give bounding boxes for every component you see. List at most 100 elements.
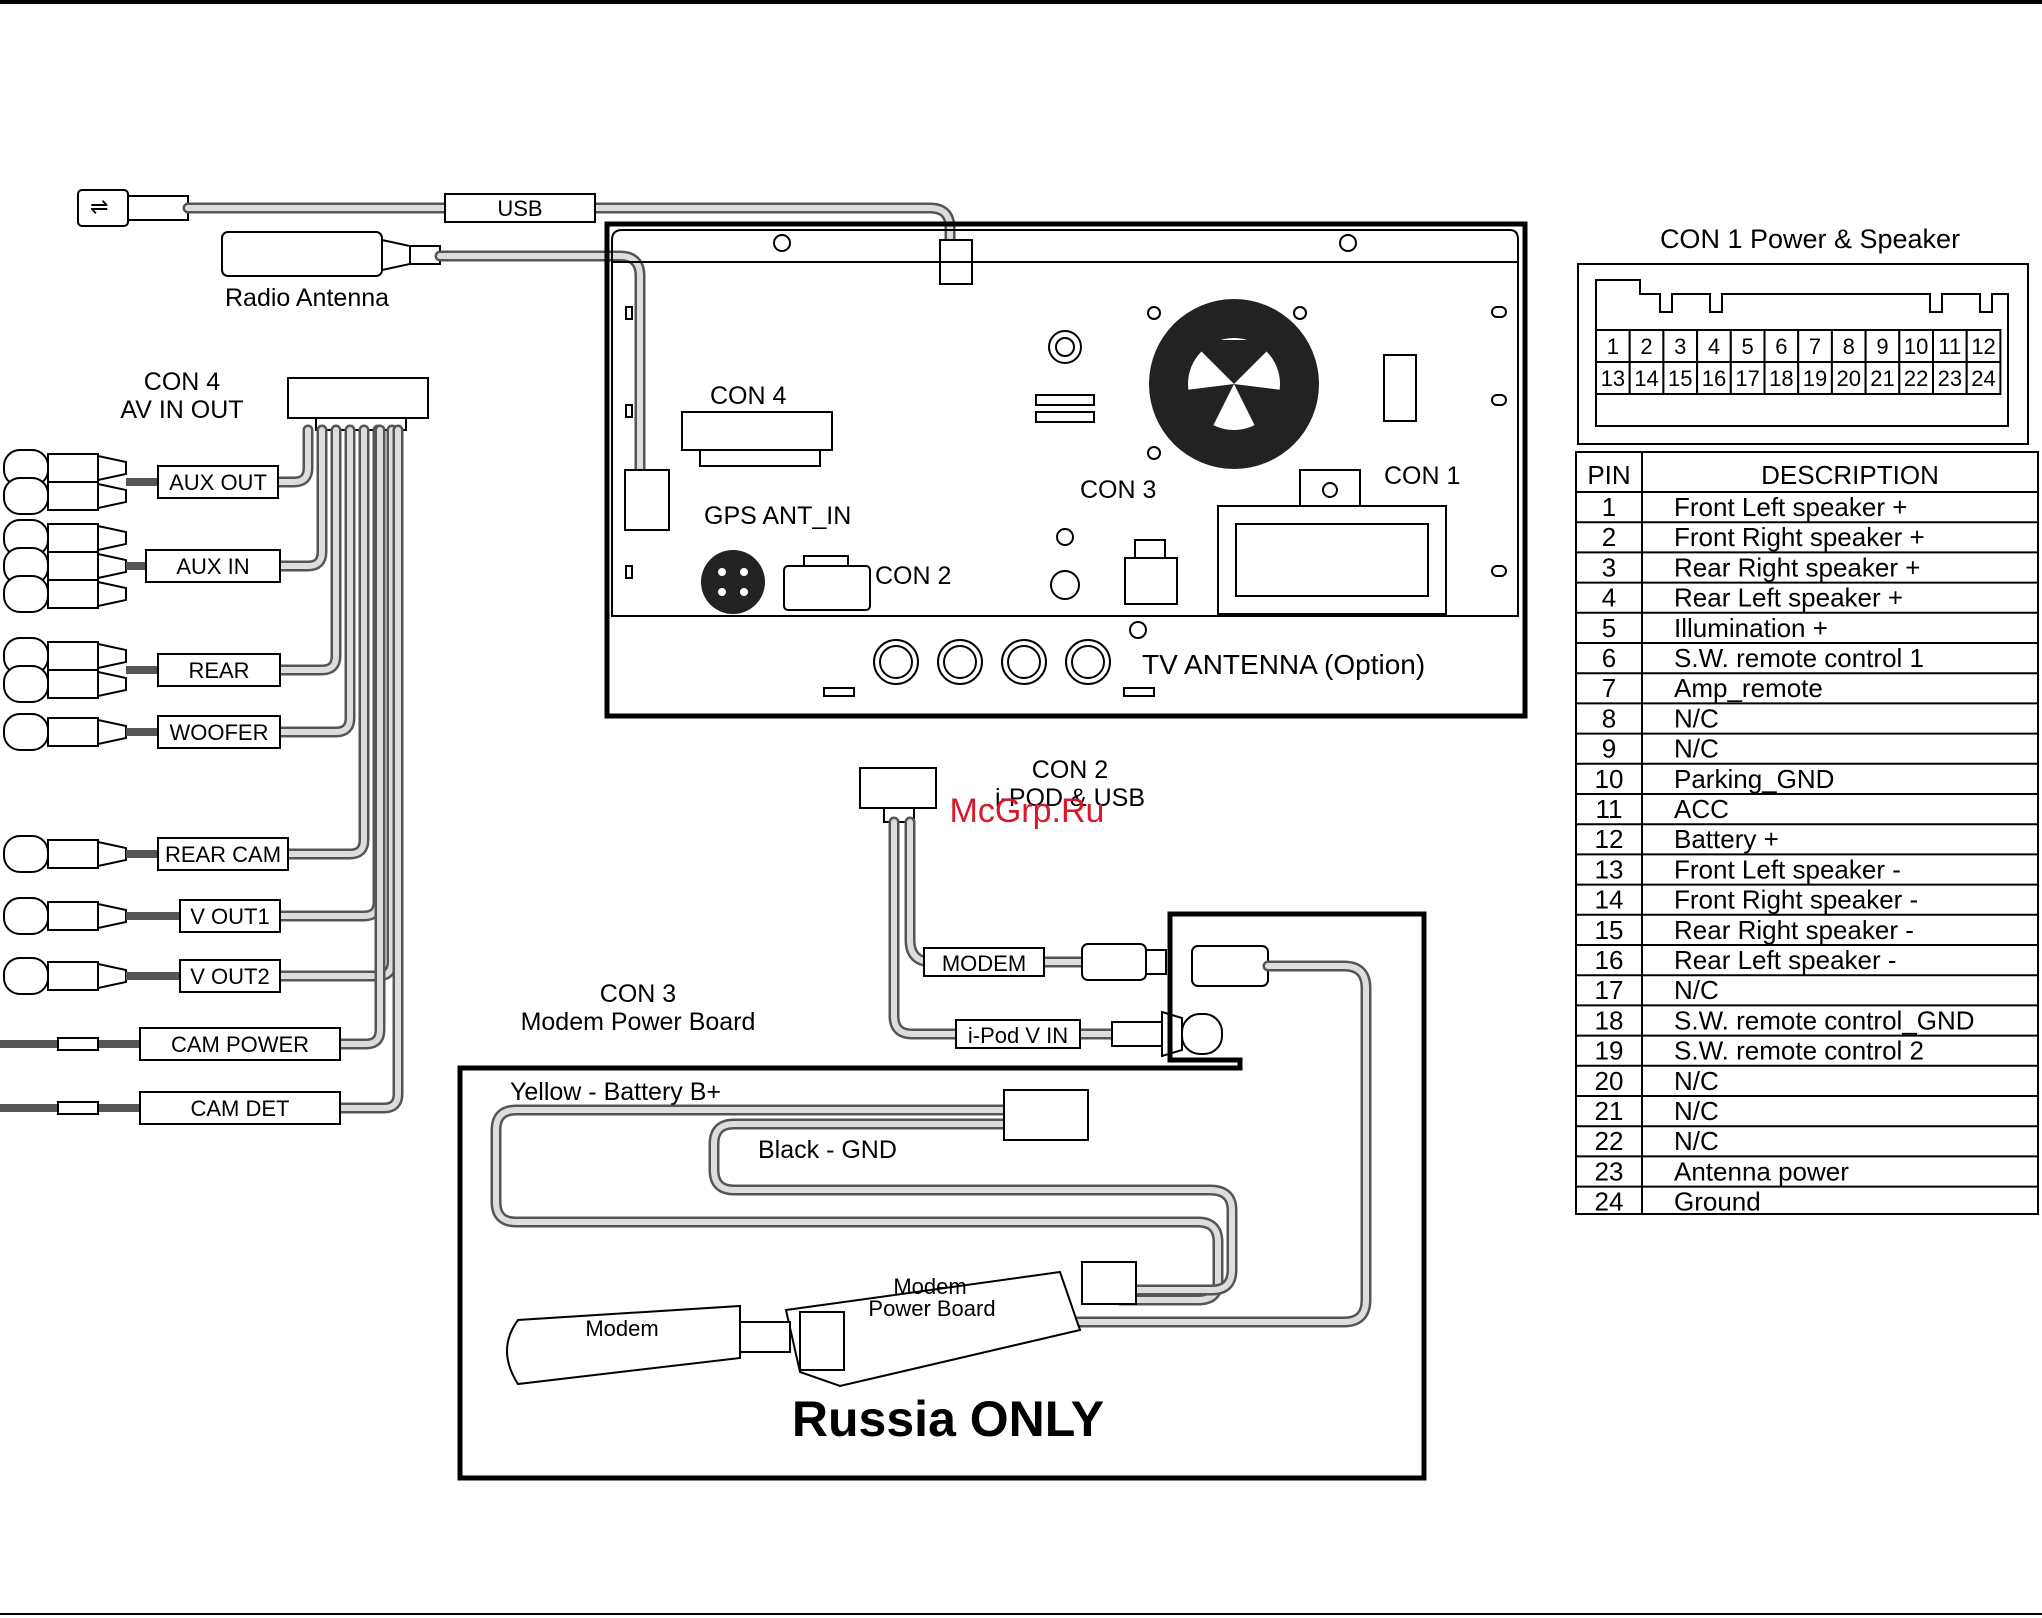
watermark: McGrp.Ru [950,792,1105,830]
av-cable-label: REAR CAM [165,842,281,867]
rca-plug-icon [3,835,49,873]
con1-pin-number: 24 [1971,366,1995,391]
radio-antenna-connector [624,469,670,531]
con1-pin-number: 10 [1904,334,1928,359]
pin-description: N/C [1674,1096,1719,1126]
pin-number: 16 [1595,945,1624,975]
pin-table-frame [1575,451,2039,1215]
con1-pin-number: 11 [1938,334,1961,359]
av-cable-label: AUX IN [176,554,249,579]
rca-plug-icon [3,477,49,515]
av-cable-label: REAR [188,658,249,683]
pin-description: Rear Right speaker + [1674,552,1920,582]
pin-description: S.W. remote control_GND [1674,1005,1975,1035]
ipod-v-in-label: i-Pod V IN [968,1023,1068,1048]
pin-description: Amp_remote [1674,673,1823,703]
con1-pin-number: 8 [1843,334,1855,359]
pin-number: 17 [1595,975,1624,1005]
con2-subtitle: i-POD & USB [995,784,1145,812]
con1-pin-cell [1797,361,1833,395]
radio-antenna-label: Radio Antenna [225,284,389,312]
pin-number: 19 [1595,1036,1624,1066]
av-cable-label-box [139,1027,341,1061]
av-cable-label: CAM DET [191,1096,290,1121]
av-cable-label: V OUT1 [190,904,269,929]
con1-pin-number: 5 [1742,334,1754,359]
pin-description: Rear Left speaker + [1674,583,1903,613]
con1-pin-number: 15 [1668,366,1692,391]
av-cable-label: V OUT2 [190,964,269,989]
pin-description: Illumination + [1674,613,1828,643]
con1-pin-cell [1898,361,1935,395]
av-cable-label: CAM POWER [171,1032,309,1057]
black-wire-label: Black - GND [758,1136,897,1164]
pin-number: 2 [1602,522,1616,552]
con1-pin-cell [1595,361,1631,395]
con1-pin-number: 23 [1938,366,1962,391]
modem-cable-label-box [923,947,1045,977]
gps-ant-label: GPS ANT_IN [704,502,851,530]
pin-number: 8 [1602,703,1616,733]
av-cable-label-box [157,653,281,687]
radio-antenna-plug [221,231,383,277]
av-wire [272,424,314,488]
pin-description: Rear Left speaker - [1674,945,1897,975]
pin-description: Front Right speaker - [1674,885,1918,915]
av-cable-label-box [157,715,281,749]
pin-number: 11 [1596,794,1623,824]
pin-number: 7 [1602,673,1616,703]
pin-number: 22 [1595,1126,1624,1156]
pin-number: 20 [1595,1066,1624,1096]
con3-subtitle: Modem Power Board [521,1008,756,1036]
con1-pin-number: 14 [1634,366,1658,391]
con3-modem-power-board: CON 3 Modem Power Board Yellow - Battery… [457,911,1427,1481]
pin-table-header-description: DESCRIPTION [1761,460,1939,490]
pin-number: 24 [1595,1187,1624,1217]
con4-subtitle: AV IN OUT [120,396,243,424]
con1-pin-number: 18 [1769,366,1793,391]
av-cable-label-box [179,959,281,993]
usb-cable: ⇌ USB [77,189,973,285]
pin-table-header-pin: PIN [1587,460,1630,490]
con2-title: CON 2 [1032,756,1108,784]
con1-pin-number: 12 [1971,334,1995,359]
pin-description: Parking_GND [1674,764,1834,794]
con4-socket-label: CON 4 [710,382,787,410]
modem-stick-label: Modem [585,1316,658,1341]
con1-pin-number: 20 [1837,366,1861,391]
pin-description: Front Left speaker + [1674,492,1907,522]
pin-description: N/C [1674,703,1719,733]
gps-antenna-socket [701,550,765,614]
pin-description: Front Left speaker - [1674,854,1901,884]
rca-plug-icon [3,897,49,935]
con1-pin-cell [1729,361,1766,395]
rca-plug-icon [3,665,49,703]
pin-number: 12 [1595,824,1624,854]
pin-number: 4 [1602,583,1616,613]
con1-socket [1217,505,1447,615]
con1-pin-cell [1932,361,1968,395]
pin-description: N/C [1674,975,1719,1005]
usb-symbol-icon: ⇌ [90,194,108,219]
pin-description: N/C [1674,1126,1719,1156]
pin-number: 5 [1602,613,1616,643]
con1-pinout-title: CON 1 Power & Speaker [1660,224,1960,254]
head-unit-back-panel: CON 4 GPS ANT_IN CON 2 CON 3 CON 1 [604,221,1528,719]
con3-title: CON 3 [600,980,676,1008]
pin-number: 21 [1595,1096,1624,1126]
pin-description: ACC [1674,794,1729,824]
con1-socket-label: CON 1 [1384,462,1460,490]
con1-pin-number: 1 [1607,334,1619,359]
con4-title: CON 4 [144,368,221,396]
con1-pin-cell [1898,329,1935,363]
pin-description: Battery + [1674,824,1779,854]
usb-label: USB [497,196,542,221]
pin-description: Ground [1674,1187,1761,1217]
head-unit-outline [604,221,1528,719]
con1-pin-number: 22 [1904,366,1928,391]
power-board-label-1: Modem [893,1274,966,1299]
